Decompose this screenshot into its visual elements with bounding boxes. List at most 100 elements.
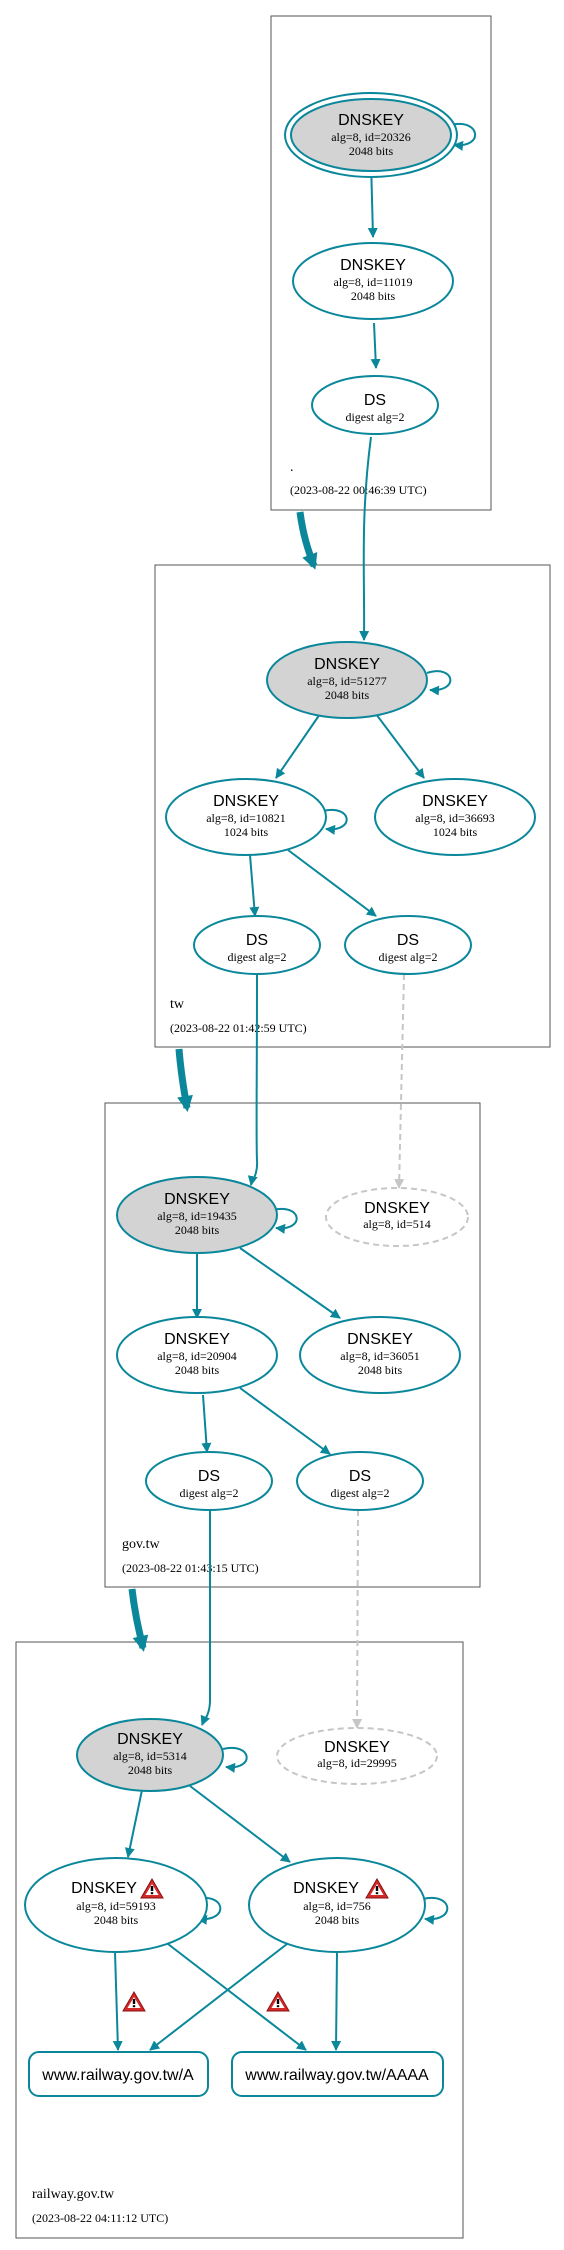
node-title: DNSKEY [164,1191,230,1208]
node-railway-missing-dnskey[interactable]: DNSKEY alg=8, id=29995 [276,1727,438,1785]
edge-railway-zsk2-self [422,1896,449,1925]
edge-gov-ds2-railway-ghost [352,1509,363,1729]
node-rr-aaaa[interactable]: www.railway.gov.tw/AAAA [231,2051,444,2097]
node-title: DNSKEY [117,1731,183,1748]
delegation-arrow-gov-railway [128,1588,149,1652]
node-gov-zsk-20904[interactable]: DNSKEY alg=8, id=20904 2048 bits [116,1316,278,1394]
node-bits: 2048 bits [175,1363,220,1377]
node-title: DNSKEY [293,1880,359,1897]
node-digest: digest alg=2 [330,1486,389,1500]
edge-tw-zsk1-self [322,808,348,835]
edge-tw-zsk1-ds1 [249,854,260,917]
node-id: alg=8, id=10821 [206,811,286,825]
zone-tw-date: (2023-08-22 01:42:59 UTC) [170,1021,307,1035]
node-bits: 2048 bits [94,1913,139,1927]
node-id: alg=8, id=756 [303,1899,371,1913]
node-title: DNSKEY [314,656,380,673]
node-bits: 1024 bits [224,825,269,839]
node-railway-zsk-59193[interactable]: DNSKEY alg=8, id=59193 2048 bits [24,1857,208,1953]
node-root-ksk[interactable]: DNSKEY alg=8, id=20326 2048 bits [284,92,458,178]
node-tw-zsk-10821[interactable]: DNSKEY alg=8, id=10821 1024 bits [165,778,327,856]
node-digest: digest alg=2 [179,1486,238,1500]
node-title: DNSKEY [71,1880,137,1897]
edge-railway-zsk2-rr-aaaa [331,1951,342,2051]
node-gov-ds-1[interactable]: DS digest alg=2 [145,1451,273,1511]
delegation-arrow-root-tw [296,511,318,570]
node-title: DNSKEY [347,1331,413,1348]
node-id: alg=8, id=36693 [415,811,495,825]
edge-railway-ksk-self [222,1746,248,1773]
edge-railway-ksk-zsk2 [189,1785,291,1863]
node-bits: 2048 bits [351,289,396,303]
edge-railway-ksk-zsk1 [124,1789,143,1858]
edge-tw-ksk-self [426,670,452,696]
node-title: DS [397,932,419,949]
node-tw-ds-1[interactable]: DS digest alg=2 [193,915,321,975]
zone-railway-date: (2023-08-22 04:11:12 UTC) [32,2211,168,2225]
rr-label: www.railway.gov.tw/A [41,2067,194,2084]
node-rr-a[interactable]: www.railway.gov.tw/A [28,2051,209,2097]
edge-gov-zsk1-ds2 [239,1387,331,1455]
node-id: alg=8, id=20904 [157,1349,237,1363]
node-title: DS [364,392,386,409]
edge-tw-zsk1-ds2 [287,849,377,917]
node-title: DNSKEY [340,257,406,274]
node-railway-ksk[interactable]: DNSKEY alg=8, id=5314 2048 bits [76,1718,224,1792]
edge-railway-zsk1-rr-a [112,1951,123,2051]
node-title: DS [246,932,268,949]
node-tw-ds-2[interactable]: DS digest alg=2 [344,915,472,975]
node-root-ds[interactable]: DS digest alg=2 [311,375,439,435]
node-gov-ds-2[interactable]: DS digest alg=2 [296,1451,424,1511]
node-railway-zsk-756[interactable]: DNSKEY alg=8, id=756 2048 bits [248,1857,426,1953]
edge-root-ksk-self [450,122,476,151]
node-digest: digest alg=2 [378,950,437,964]
edge-gov-ds1-railway-ksk [200,1510,212,1726]
node-bits: 1024 bits [433,825,478,839]
node-bits: 2048 bits [325,688,370,702]
node-title: DNSKEY [164,1331,230,1348]
node-tw-zsk-36693[interactable]: DNSKEY alg=8, id=36693 1024 bits [374,778,536,856]
node-bits: 2048 bits [358,1363,403,1377]
node-title: DNSKEY [338,112,404,129]
edge-root-ds-tw-ksk [359,436,372,641]
node-digest: digest alg=2 [227,950,286,964]
edge-gov-zsk1-ds1 [201,1394,212,1453]
node-id: alg=8, id=59193 [76,1899,156,1913]
edge-railway-zsk2-rr-a [149,1943,288,2051]
node-bits: 2048 bits [315,1913,360,1927]
rr-label: www.railway.gov.tw/AAAA [244,2067,429,2084]
edge-tw-ksk-zsk1 [275,713,321,779]
zone-tw-name: tw [170,997,185,1012]
node-id: alg=8, id=36051 [340,1349,420,1363]
zone-root-name: . [290,460,294,475]
node-digest: digest alg=2 [345,410,404,424]
zone-gov-tw-date: (2023-08-22 01:43:15 UTC) [122,1561,259,1575]
edge-tw-ds1-gov-ksk [247,973,259,1186]
node-bits: 2048 bits [175,1223,220,1237]
node-gov-zsk-36051[interactable]: DNSKEY alg=8, id=36051 2048 bits [299,1316,461,1394]
delegation-arrow-tw-gov [175,1048,193,1112]
edge-railway-zsk1-rr-aaaa [167,1943,307,2051]
node-id: alg=8, id=51277 [307,674,387,688]
node-id: alg=8, id=29995 [317,1756,397,1770]
node-tw-ksk[interactable]: DNSKEY alg=8, id=51277 2048 bits [266,641,428,719]
node-title: DNSKEY [364,1200,430,1217]
node-root-zsk[interactable]: DNSKEY alg=8, id=11019 2048 bits [292,242,454,320]
edge-tw-ds2-gov-ghost [394,973,405,1189]
node-id: alg=8, id=514 [363,1217,431,1231]
node-title: DNSKEY [422,793,488,810]
zone-root-date: (2023-08-22 00:46:39 UTC) [290,483,427,497]
node-id: alg=8, id=11019 [333,275,412,289]
node-title: DNSKEY [324,1739,390,1756]
edge-gov-ksk-self [272,1207,298,1234]
node-gov-ksk[interactable]: DNSKEY alg=8, id=19435 2048 bits [116,1176,278,1254]
node-title: DS [349,1468,371,1485]
node-bits: 2048 bits [128,1763,173,1777]
node-bits: 2048 bits [349,144,394,158]
node-gov-missing-dnskey[interactable]: DNSKEY alg=8, id=514 [325,1187,469,1247]
zone-gov-tw-name: gov.tw [122,1537,160,1552]
node-id: alg=8, id=20326 [331,130,411,144]
node-id: alg=8, id=5314 [113,1749,187,1763]
edge-root-zsk-ds [370,322,381,369]
